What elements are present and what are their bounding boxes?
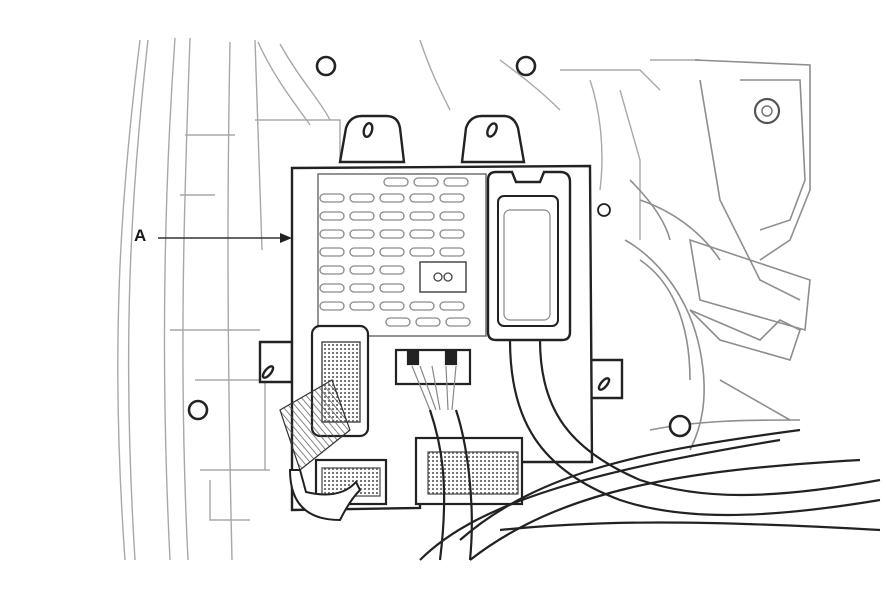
- fuse-grid: [319, 177, 471, 327]
- bolt-icon: [315, 55, 337, 77]
- wiring-harness: [419, 339, 881, 561]
- bolt-right-top-icon: [753, 97, 781, 125]
- bolt-icon: [668, 414, 692, 438]
- middle-connector: [394, 348, 472, 411]
- bolt-icon: [515, 55, 537, 77]
- bolt-icon: [187, 399, 209, 421]
- mounting-bolts: [187, 55, 692, 438]
- right-bracket-assembly: [624, 59, 811, 451]
- large-connector: [486, 170, 611, 342]
- callout-label-a: A: [134, 226, 147, 245]
- callout-a-leader: [158, 233, 292, 243]
- lower-left-connector: [279, 324, 388, 522]
